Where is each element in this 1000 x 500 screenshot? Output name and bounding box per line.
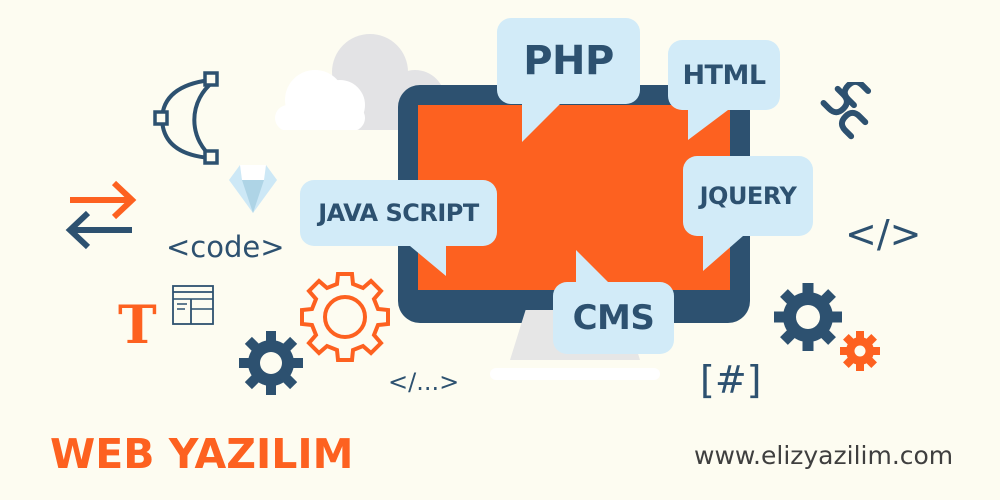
layout-icon [172,285,214,325]
javascript-bubble: JAVA SCRIPT [300,180,497,246]
gear-icon [840,331,880,371]
code-tag-text: <code> [166,230,285,264]
php-bubble: PHP [497,18,640,104]
page-title: WEB YAZILIM [50,430,354,478]
swap-arrows-icon [65,180,137,250]
website-link[interactable]: www.elizyazilim.com [694,441,954,470]
html-bubble: HTML [668,40,780,110]
cms-bubble: CMS [553,282,674,354]
jquery-label: JQUERY [699,182,797,210]
text-tool-icon: T [118,295,157,356]
bezier-curve-icon [153,71,219,165]
php-bubble-tail [522,104,560,142]
chain-link-icon [820,82,872,140]
cms-bubble-tail [576,250,608,282]
javascript-label: JAVA SCRIPT [318,199,479,227]
hash-tag-text: [#] [700,358,762,402]
gear-icon [239,331,303,395]
close-tag-text: </> [845,212,922,256]
cms-label: CMS [572,298,655,338]
gear-icon [300,272,390,362]
php-label: PHP [523,38,614,84]
gear-icon [774,283,842,351]
html-label: HTML [682,59,766,91]
jquery-bubble-tail [703,236,743,271]
javascript-bubble-tail [410,246,446,276]
ellipsis-tag-text: </...> [388,368,460,396]
monitor-base [490,368,660,380]
diamond-icon [229,165,277,213]
html-bubble-tail [688,110,728,140]
jquery-bubble: JQUERY [683,156,813,236]
